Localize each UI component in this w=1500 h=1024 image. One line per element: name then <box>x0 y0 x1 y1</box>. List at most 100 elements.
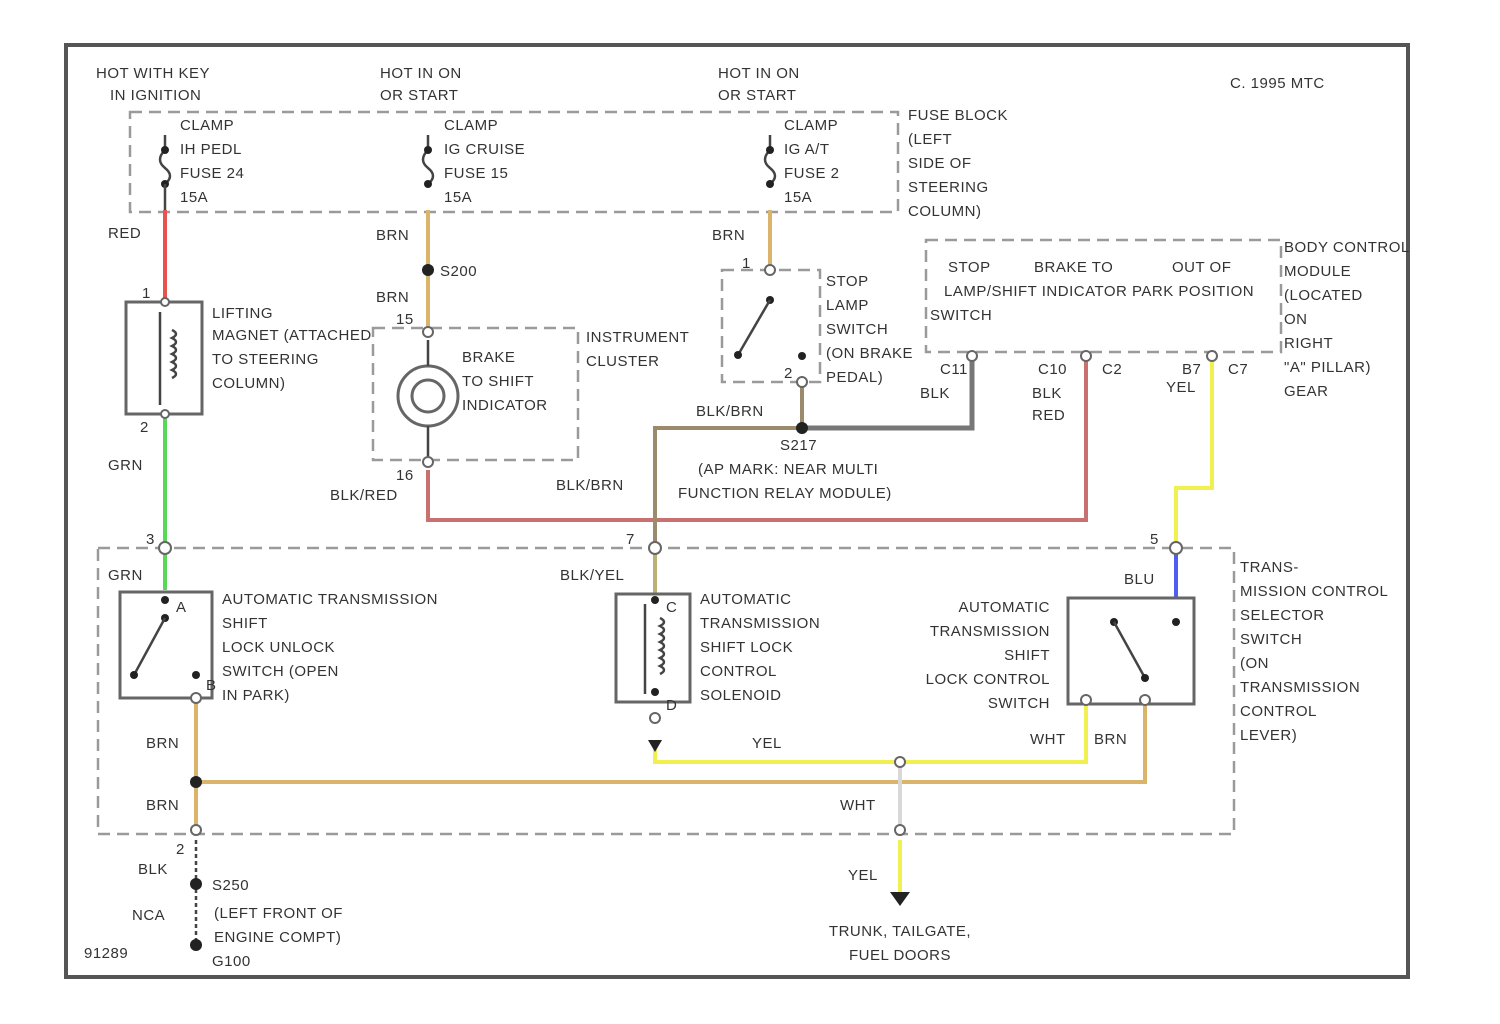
svg-text:MAGNET (ATTACHED: MAGNET (ATTACHED <box>212 327 372 344</box>
svg-text:STOP: STOP <box>948 259 991 276</box>
svg-text:LEVER): LEVER) <box>1240 727 1297 744</box>
svg-text:SELECTOR: SELECTOR <box>1240 607 1325 624</box>
hot-run-label-2: HOT IN ON OR START <box>718 65 800 104</box>
wire-label-brn-2: BRN <box>376 289 409 306</box>
svg-text:ON: ON <box>1284 311 1308 328</box>
fuse-2 <box>765 135 775 188</box>
svg-text:C11: C11 <box>940 361 968 378</box>
svg-text:15A: 15A <box>444 189 472 206</box>
selector-pin-4 <box>649 542 661 554</box>
svg-text:LAMP: LAMP <box>826 297 869 314</box>
trunk-connector <box>895 825 905 835</box>
svg-text:FUSE 15: FUSE 15 <box>444 165 508 182</box>
svg-text:LOCK UNLOCK: LOCK UNLOCK <box>222 639 335 656</box>
wire-label-blu: BLU <box>1124 571 1155 588</box>
wire-label-wht-2: WHT <box>840 797 876 814</box>
fuse-block-label: FUSE BLOCK (LEFT SIDE OF STEERING COLUMN… <box>908 107 1008 220</box>
svg-text:IG CRUISE: IG CRUISE <box>444 141 525 158</box>
figure-id: 91289 <box>84 945 128 962</box>
svg-text:HOT IN ON: HOT IN ON <box>380 65 462 82</box>
svg-text:SWITCH (OPEN: SWITCH (OPEN <box>222 663 339 680</box>
svg-text:TRANS-: TRANS- <box>1240 559 1299 576</box>
svg-text:D: D <box>666 697 677 714</box>
splice-s250-dot <box>190 878 202 890</box>
brake-to-shift-indicator <box>398 327 458 467</box>
svg-text:TRANSMISSION: TRANSMISSION <box>700 615 820 632</box>
wire-label-brn-6: BRN <box>1094 731 1127 748</box>
copyright-text: C. 1995 MTC <box>1230 75 1325 92</box>
svg-text:SIDE OF: SIDE OF <box>908 155 972 172</box>
stop-lamp-switch <box>722 265 820 387</box>
fuse-15 <box>423 135 433 188</box>
svg-text:C: C <box>666 599 677 616</box>
svg-text:FUNCTION RELAY MODULE): FUNCTION RELAY MODULE) <box>678 485 892 502</box>
unlock-switch-label: AUTOMATIC TRANSMISSION SHIFT LOCK UNLOCK… <box>222 591 438 704</box>
trunk-arrow-icon <box>890 892 910 906</box>
svg-text:INDICATOR: INDICATOR <box>462 397 548 414</box>
wire-label-grn: GRN <box>108 457 143 474</box>
svg-text:SHIFT: SHIFT <box>1004 647 1050 664</box>
control-switch-label: AUTOMATIC TRANSMISSION SHIFT LOCK CONTRO… <box>926 599 1050 712</box>
svg-text:2: 2 <box>176 841 185 858</box>
bcm-label: BODY CONTROL MODULE (LOCATED ON RIGHT "A… <box>1284 239 1410 400</box>
svg-text:FUSE BLOCK: FUSE BLOCK <box>908 107 1008 124</box>
svg-text:GEAR: GEAR <box>1284 383 1329 400</box>
svg-text:B7: B7 <box>1182 361 1201 378</box>
svg-text:CONTROL: CONTROL <box>1240 703 1317 720</box>
svg-text:SWITCH: SWITCH <box>1240 631 1302 648</box>
svg-text:2: 2 <box>784 365 793 382</box>
wire-label-brn-5: BRN <box>146 797 179 814</box>
svg-text:C7: C7 <box>1228 361 1248 378</box>
selector-pin-1 <box>159 542 171 554</box>
wire-label-red-c10: RED <box>1032 407 1065 424</box>
svg-text:CLUSTER: CLUSTER <box>586 353 660 370</box>
shift-lock-control-switch <box>1068 598 1194 705</box>
svg-text:1: 1 <box>142 285 151 302</box>
bcm-pin-c11 <box>967 351 977 361</box>
wire-label-brn-4: BRN <box>146 735 179 752</box>
svg-text:TO STEERING: TO STEERING <box>212 351 319 368</box>
svg-text:ENGINE COMPT): ENGINE COMPT) <box>214 929 341 946</box>
splice-s250-label: S250 <box>212 877 249 894</box>
bcm-pin-c7 <box>1207 351 1217 361</box>
svg-text:OUT OF: OUT OF <box>1172 259 1231 276</box>
fuse-block-region <box>130 112 898 212</box>
bcm-header-label: STOP BRAKE TO OUT OF LAMP/SHIFT INDICATO… <box>930 259 1254 324</box>
svg-text:(LEFT: (LEFT <box>908 131 952 148</box>
svg-text:A: A <box>176 599 187 616</box>
ground-connector <box>191 825 201 835</box>
svg-text:15: 15 <box>396 311 414 328</box>
stop-switch-label: STOP LAMP SWITCH (ON BRAKE PEDAL) <box>826 273 913 386</box>
svg-text:IG A/T: IG A/T <box>784 141 830 158</box>
svg-text:2: 2 <box>140 419 149 436</box>
lifting-magnet-label: LIFTING MAGNET (ATTACHED TO STEERING COL… <box>212 305 372 392</box>
splice-s217-dot <box>796 422 808 434</box>
svg-text:"A" PILLAR): "A" PILLAR) <box>1284 359 1371 376</box>
wire-label-yel-c7: YEL <box>1166 379 1196 396</box>
svg-text:LIFTING: LIFTING <box>212 305 273 322</box>
pin-labels: 1 2 15 16 1 2 C11 C10 C2 B7 C7 A B C D 3… <box>140 255 1248 858</box>
indicator-label: BRAKE TO SHIFT INDICATOR <box>462 349 548 414</box>
wire-label-red: RED <box>108 225 141 242</box>
svg-text:FUSE 24: FUSE 24 <box>180 165 244 182</box>
svg-text:FUSE 2: FUSE 2 <box>784 165 840 182</box>
svg-text:OR START: OR START <box>380 87 458 104</box>
splice-s200-dot <box>422 264 434 276</box>
wire-label-blk-c10: BLK <box>1032 385 1062 402</box>
svg-text:BRAKE TO: BRAKE TO <box>1034 259 1113 276</box>
svg-text:HOT IN ON: HOT IN ON <box>718 65 800 82</box>
svg-text:CLAMP: CLAMP <box>784 117 838 134</box>
wire-label-blk-c11: BLK <box>920 385 950 402</box>
svg-text:SHIFT: SHIFT <box>222 615 268 632</box>
svg-text:IN PARK): IN PARK) <box>222 687 290 704</box>
svg-text:B: B <box>206 677 217 694</box>
svg-text:COLUMN): COLUMN) <box>908 203 982 220</box>
trunk-label: TRUNK, TAILGATE, FUEL DOORS <box>829 923 971 964</box>
svg-text:MISSION CONTROL: MISSION CONTROL <box>1240 583 1388 600</box>
svg-text:(LEFT FRONT OF: (LEFT FRONT OF <box>214 905 343 922</box>
ground-nca-label: NCA <box>132 907 165 924</box>
svg-text:SOLENOID: SOLENOID <box>700 687 782 704</box>
svg-text:(LOCATED: (LOCATED <box>1284 287 1363 304</box>
wire-label-blk-red: BLK/RED <box>330 487 398 504</box>
